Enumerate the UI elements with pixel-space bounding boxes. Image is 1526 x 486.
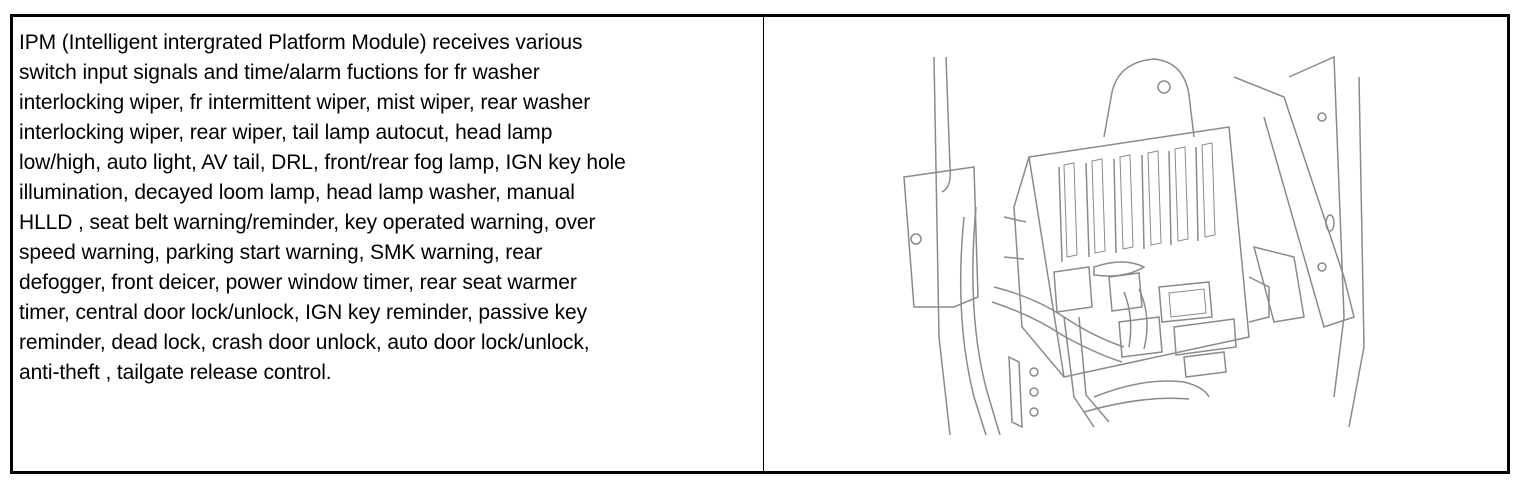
illustration-cell: [764, 17, 1507, 471]
description-cell: IPM (Intelligent intergrated Platform Mo…: [13, 17, 764, 471]
ipm-module-illustration: [903, 55, 1365, 436]
ipm-description: IPM (Intelligent intergrated Platform Mo…: [19, 31, 626, 384]
document-table: IPM (Intelligent intergrated Platform Mo…: [10, 14, 1510, 474]
